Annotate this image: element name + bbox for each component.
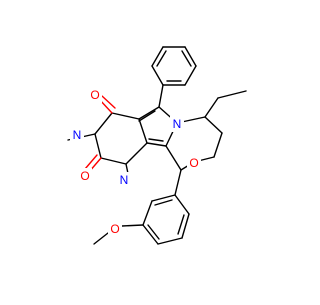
atom-labels: O O N N N O O xyxy=(70,87,201,237)
atom-label-n-imide: N xyxy=(73,128,82,142)
structure-diagram: O O N N N O O xyxy=(67,46,247,245)
molecule-canvas: O O N N N O O xyxy=(67,46,247,245)
phenyl-ring xyxy=(151,46,197,86)
atom-label-o-methoxy: O xyxy=(110,222,119,236)
pyrrole-ring xyxy=(138,84,178,147)
atom-label-o-carbonyl-top: O xyxy=(90,88,99,102)
atom-label-o-carbonyl-bottom: O xyxy=(80,169,89,183)
atom-label-n-pyrrole: N xyxy=(173,117,182,131)
methoxyphenyl-group xyxy=(93,169,190,245)
atom-label-n-urea: N xyxy=(120,173,129,187)
atom-label-o-ring: O xyxy=(189,156,198,170)
